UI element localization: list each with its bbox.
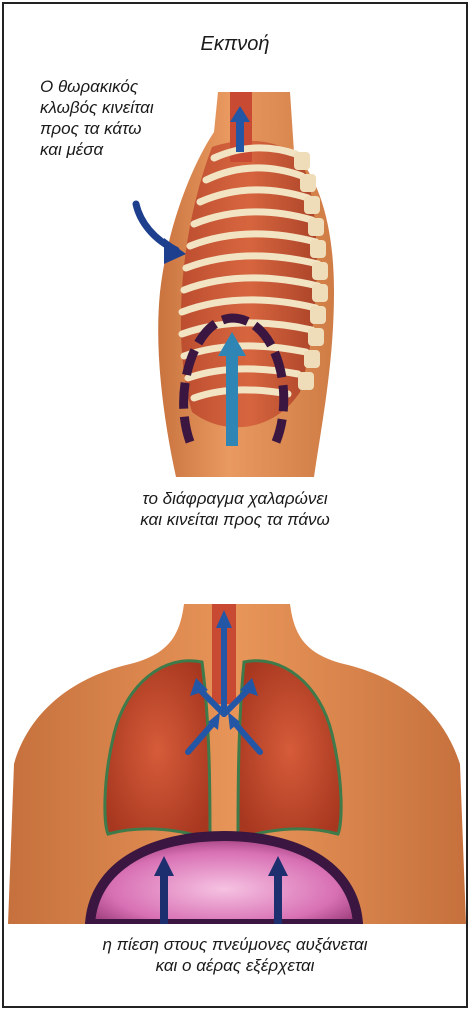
diaphragm-caption: το διάφραγμα χαλαρώνει και κινείται προς… [4,488,466,530]
lungs-illustration [4,604,468,924]
lungs-caption: η πίεση στους πνεύμονες αυξάνεται και ο … [4,934,466,976]
ribcage-illustration [4,92,468,482]
figure-title: Εκπνοή [4,34,466,55]
